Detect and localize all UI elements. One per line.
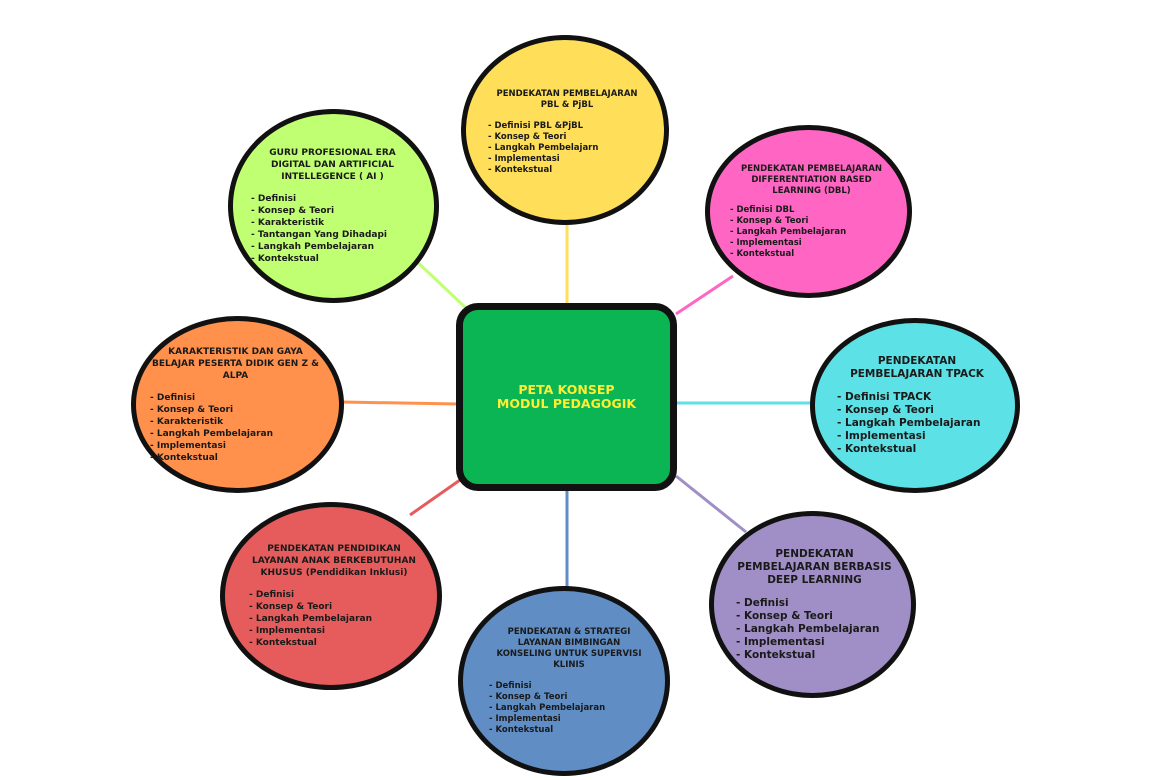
- node-item: - Kontekstual: [488, 164, 553, 175]
- node-item: - Implementasi: [488, 153, 560, 164]
- node-item: - Kontekstual: [150, 452, 218, 463]
- node-item: - Implementasi: [489, 713, 561, 724]
- node-item: - Kontekstual: [489, 724, 554, 735]
- connector-deep: [675, 474, 747, 534]
- node-title: GURU PROFESIONAL ERA DIGITAL DAN ARTIFIC…: [269, 148, 396, 182]
- node-item: - Tantangan Yang Dihadapi: [251, 230, 387, 240]
- node-item: - Konsep & Teori: [251, 206, 335, 216]
- node-title: PENDEKATAN PEMBELAJARAN PBL & PjBL: [496, 88, 638, 110]
- node-item: - Implementasi: [837, 430, 926, 442]
- node-item: - Implementasi: [736, 635, 825, 648]
- node-item: - Karakteristik: [251, 218, 325, 228]
- node-item: - Konsep & Teori: [736, 609, 833, 622]
- node-item: - Konsep & Teori: [249, 602, 333, 612]
- node-item: - Definisi DBL: [730, 204, 795, 215]
- node-title: KARAKTERISTIK DAN GAYA BELAJAR PESERTA D…: [152, 346, 319, 381]
- node-title: PENDEKATAN PEMBELAJARAN BERBASIS DEEP LE…: [737, 547, 892, 586]
- node-item: - Implementasi: [249, 626, 325, 636]
- node-item-list: - Definisi - Konsep & Teori - Langkah Pe…: [489, 681, 649, 736]
- node-item: - Definisi: [251, 194, 297, 204]
- node-item: - Definisi PBL &PjBL: [488, 120, 584, 131]
- node-item: - Definisi: [489, 680, 532, 691]
- node-item: - Definisi: [736, 596, 789, 609]
- node-item: - Kontekstual: [249, 638, 317, 648]
- node-item: - Definisi: [150, 392, 196, 403]
- node-item: - Langkah Pembelajarn: [488, 142, 599, 153]
- central-title-line-2: MODUL PEDAGOGIK: [496, 396, 637, 411]
- node-title: PENDEKATAN PEMBELAJARAN DIFFERENTIATION …: [740, 163, 883, 196]
- node-item: - Langkah Pembelajaran: [837, 417, 981, 429]
- node-item: - Implementasi: [730, 237, 802, 248]
- central-title-line-1: PETA KONSEP: [518, 382, 615, 397]
- node-item: - Konsep & Teori: [837, 404, 934, 416]
- node-deep-learning: PENDEKATAN PEMBELAJARAN BERBASIS DEEP LE…: [709, 511, 916, 698]
- node-item-list: - Definisi - Konsep & Teori - Karakteris…: [150, 392, 321, 464]
- node-item: - Langkah Pembelajaran: [736, 622, 880, 635]
- node-bimbingan-konseling: PENDEKATAN & STRATEGI LAYANAN BIMBINGAN …: [458, 586, 670, 776]
- node-item: - Kontekstual: [837, 443, 917, 455]
- node-title: PENDEKATAN & STRATEGI LAYANAN BIMBINGAN …: [496, 626, 642, 670]
- node-item-list: - Definisi TPACK - Konsep & Teori - Lang…: [837, 391, 997, 456]
- node-title: PENDEKATAN PENDIDIKAN LAYANAN ANAK BERKE…: [252, 544, 416, 578]
- node-item-list: - Definisi - Konsep & Teori - Langkah Pe…: [249, 589, 419, 649]
- node-dbl: PENDEKATAN PEMBELAJARAN DIFFERENTIATION …: [705, 125, 912, 298]
- node-item-list: - Definisi PBL &PjBL - Konsep & Teori - …: [488, 121, 646, 176]
- node-item-list: - Definisi DBL - Konsep & Teori - Langka…: [730, 205, 893, 260]
- node-item: - Konsep & Teori: [730, 215, 809, 226]
- node-pendidikan-inklusi: PENDEKATAN PENDIDIKAN LAYANAN ANAK BERKE…: [220, 502, 442, 690]
- node-item: - Kontekstual: [730, 248, 795, 259]
- node-item: - Definisi: [249, 590, 295, 600]
- node-item: - Konsep & Teori: [488, 131, 567, 142]
- node-item-list: - Definisi - Konsep & Teori - Karakteris…: [251, 193, 414, 265]
- node-item: - Langkah Pembelajaran: [249, 614, 372, 624]
- node-item: - Konsep & Teori: [150, 404, 234, 415]
- connector-guru: [411, 256, 468, 310]
- node-item: - Implementasi: [150, 440, 226, 451]
- node-pbl-pjbl: PENDEKATAN PEMBELAJARAN PBL & PjBL - Def…: [461, 35, 669, 225]
- node-item: - Kontekstual: [736, 648, 816, 661]
- node-item: - Karakteristik: [150, 416, 224, 427]
- node-item: - Langkah Pembelajaran: [730, 226, 847, 237]
- node-item: - Langkah Pembelajaran: [251, 242, 374, 252]
- node-item: - Definisi TPACK: [837, 391, 932, 403]
- node-item: - Langkah Pembelajaran: [489, 702, 606, 713]
- connector-dbl: [675, 274, 734, 316]
- node-karakteristik-gen-z: KARAKTERISTIK DAN GAYA BELAJAR PESERTA D…: [131, 316, 344, 493]
- node-item: - Konsep & Teori: [489, 691, 568, 702]
- node-guru-profesional: GURU PROFESIONAL ERA DIGITAL DAN ARTIFIC…: [228, 109, 439, 303]
- node-item: - Langkah Pembelajaran: [150, 428, 273, 439]
- central-concept-box: PETA KONSEP MODUL PEDAGOGIK: [456, 303, 677, 491]
- node-tpack: PENDEKATAN PEMBELAJARAN TPACK - Definisi…: [810, 318, 1020, 493]
- node-item-list: - Definisi - Konsep & Teori - Langkah Pe…: [736, 597, 893, 662]
- node-item: - Kontekstual: [251, 254, 319, 264]
- connector-inkl: [409, 478, 461, 517]
- node-title: PENDEKATAN PEMBELAJARAN TPACK: [850, 355, 984, 380]
- connector-kar: [341, 400, 459, 406]
